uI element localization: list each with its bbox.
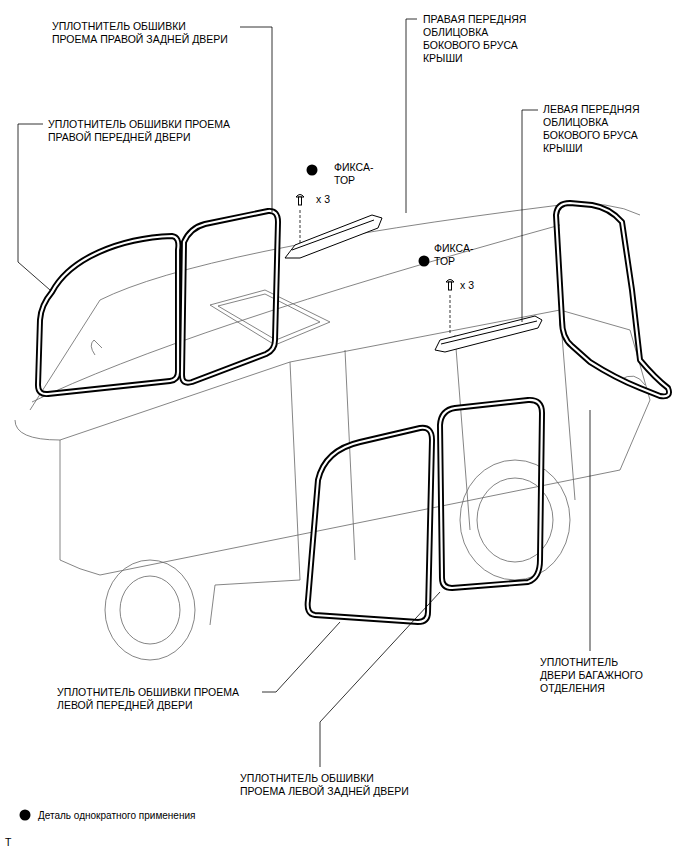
legend-text: Деталь однократного применения bbox=[38, 809, 195, 822]
clip-guide bbox=[300, 210, 450, 335]
roof-rail-garnish bbox=[285, 215, 542, 352]
part-label: УПЛОТНИТЕЛЬ ОБШИВКИ ПРОЕМА ЛЕВОЙ ПЕРЕДНЕ… bbox=[57, 686, 257, 712]
clip-label: ФИКСА- ТОР bbox=[434, 242, 482, 268]
quantity-label: x 3 bbox=[316, 193, 330, 206]
single-use-dot bbox=[307, 165, 430, 267]
part-label: ЛЕВАЯ ПЕРЕДНЯЯ ОБЛИЦОВКА БОКОВОГО БРУСА … bbox=[543, 103, 661, 155]
figure-code: T bbox=[5, 836, 11, 849]
leader-lines bbox=[18, 19, 590, 767]
part-label: УПЛОТНИТЕЛЬ ОБШИВКИ ПРОЕМА ПРАВОЙ ПЕРЕДН… bbox=[48, 118, 248, 144]
part-label: УПЛОТНИТЕЛЬ ОБШИВКИ ПРОЕМА ПРАВОЙ ЗАДНЕЙ… bbox=[52, 20, 233, 46]
part-label: УПЛОТНИТЕЛЬ ДВЕРИ БАГАЖНОГО ОТДЕЛЕНИЯ bbox=[540, 656, 652, 695]
legend-dot bbox=[18, 808, 32, 822]
part-label: ПРАВАЯ ПЕРЕДНЯЯ ОБЛИЦОВКА БОКОВОГО БРУСА… bbox=[423, 13, 541, 65]
clip-symbol bbox=[296, 195, 454, 291]
door-seals bbox=[38, 203, 669, 622]
quantity-label: x 3 bbox=[460, 279, 474, 292]
car-body bbox=[15, 204, 650, 660]
part-label: УПЛОТНИТЕЛЬ ОБШИВКИ ПРОЕМА ЛЕВОЙ ЗАДНЕЙ … bbox=[240, 772, 418, 798]
clip-label: ФИКСА- ТОР bbox=[334, 161, 382, 187]
